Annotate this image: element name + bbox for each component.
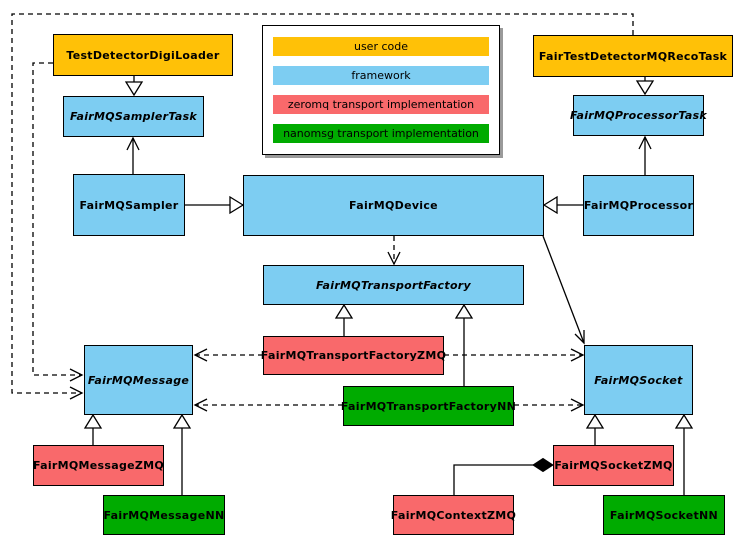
edge-tfnn-transportfactory-inheritance [454, 303, 474, 386]
class-fairmq-socket: FairMQSocket [584, 345, 693, 415]
class-fairmq-message-zmq: FairMQMessageZMQ [33, 445, 164, 486]
edge-tfnn-message-dependency [193, 398, 343, 412]
legend-item-zeromq: zeromq transport implementation [273, 95, 489, 114]
legend-item-user-code: user code [273, 37, 489, 56]
class-fair-test-detector-mq-reco-task: FairTestDetectorMQRecoTask [533, 35, 733, 77]
legend-item-framework: framework [273, 66, 489, 85]
edge-messagezmq-message-inheritance [83, 413, 103, 445]
edge-digiloader-samplertask-inheritance [124, 76, 144, 97]
edge-recotask-message-dependency [11, 13, 634, 400]
class-fairmq-socket-nn: FairMQSocketNN [603, 495, 725, 535]
class-fairmq-sampler-task: FairMQSamplerTask [63, 96, 204, 137]
edge-device-socket-arrow [542, 235, 585, 345]
edge-digiloader-message-dependency [32, 62, 84, 382]
edge-sampler-samplertask-arrow [126, 136, 140, 174]
class-fairmq-socket-zmq: FairMQSocketZMQ [553, 445, 674, 486]
class-fairmq-processor-task: FairMQProcessorTask [570, 95, 707, 136]
edge-processor-processortask-arrow [638, 135, 652, 175]
class-fairmq-device: FairMQDevice [243, 175, 544, 236]
edge-tfzmq-socket-dependency [444, 348, 585, 362]
edge-contextzmq-socketzmq-composition [453, 457, 554, 495]
edge-recotask-processortask-inheritance [635, 77, 655, 96]
edge-socketzmq-socket-inheritance [585, 413, 605, 445]
class-test-detector-digi-loader: TestDetectorDigiLoader [53, 34, 233, 76]
edge-messagenn-message-inheritance [172, 413, 192, 495]
class-fairmq-transport-factory-zmq: FairMQTransportFactoryZMQ [261, 336, 446, 375]
edge-processor-device-inheritance [542, 195, 583, 215]
legend-item-nanomsg: nanomsg transport implementation [273, 124, 489, 143]
edge-tfzmq-message-dependency [193, 348, 263, 362]
edge-socketnn-socket-inheritance [674, 413, 694, 495]
class-fairmq-sampler: FairMQSampler [73, 174, 185, 236]
edge-sampler-device-inheritance [185, 195, 245, 215]
edge-tfnn-socket-dependency [514, 398, 585, 412]
class-fairmq-message: FairMQMessage [84, 345, 193, 415]
class-fairmq-processor: FairMQProcessor [583, 175, 694, 236]
legend: user code framework zeromq transport imp… [262, 25, 500, 155]
class-fairmq-transport-factory: FairMQTransportFactory [263, 265, 524, 305]
class-fairmq-message-nn: FairMQMessageNN [103, 495, 225, 535]
edge-device-transportfactory-dependency [387, 236, 401, 266]
class-fairmq-transport-factory-nn: FairMQTransportFactoryNN [341, 386, 516, 426]
edge-tfzmq-transportfactory-inheritance [334, 303, 354, 336]
class-fairmq-context-zmq: FairMQContextZMQ [391, 495, 516, 535]
